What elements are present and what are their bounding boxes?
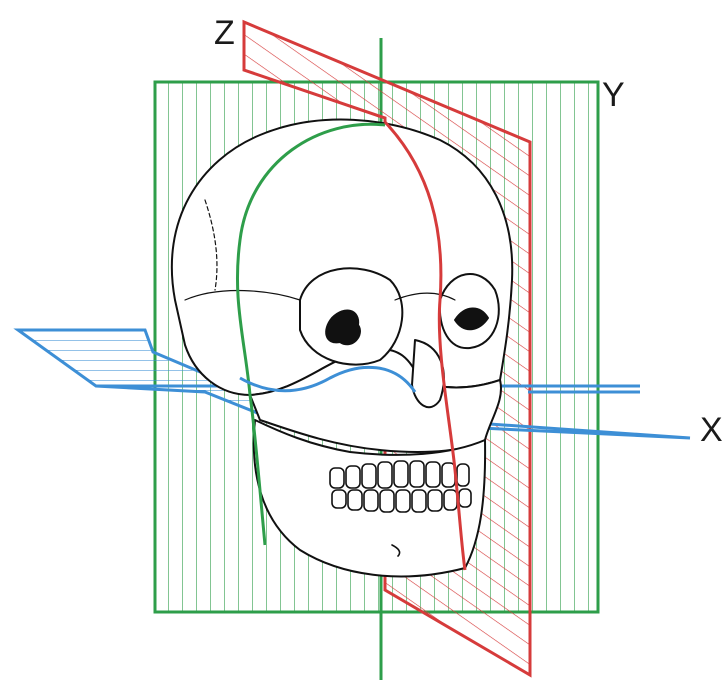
x-axis-label: X [700, 413, 722, 447]
z-axis-label: Z [214, 16, 235, 50]
y-axis-label: Y [602, 78, 625, 112]
teeth [330, 461, 471, 512]
